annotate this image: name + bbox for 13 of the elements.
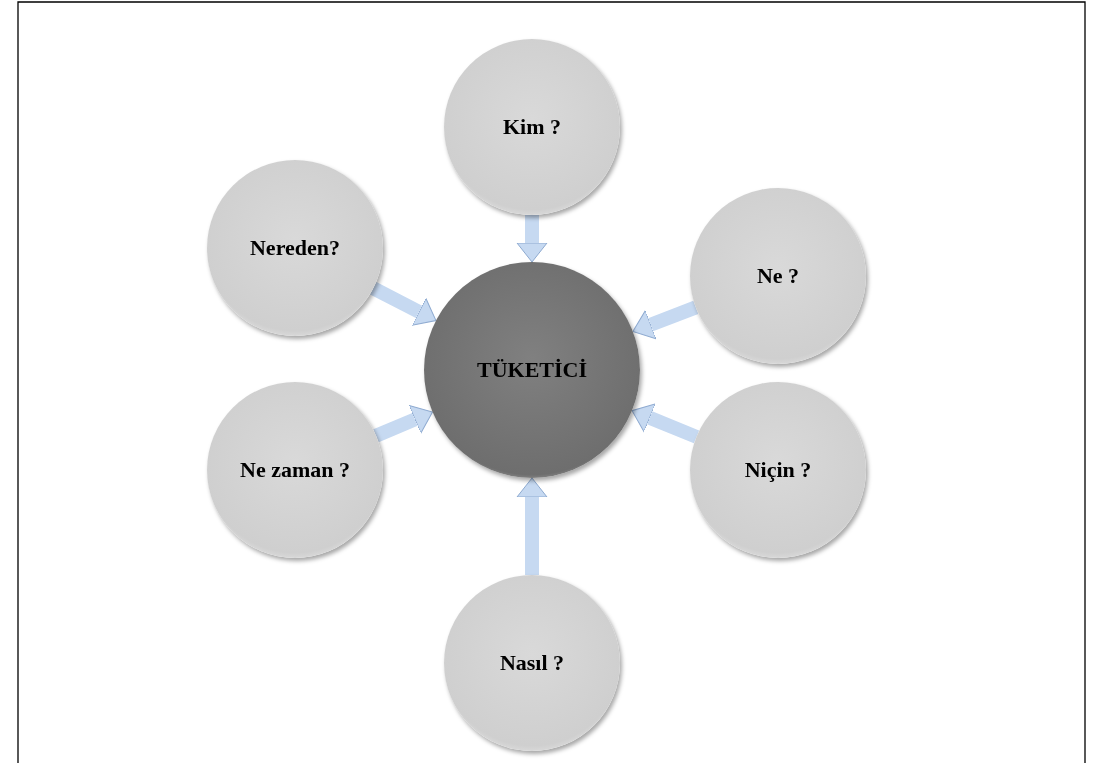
center-circle: TÜKETİCİ [424,262,640,478]
block-arrow [632,300,699,340]
question-circle: Ne ? [690,188,866,364]
question-circle: Kim ? [444,39,620,215]
block-arrow [373,405,433,443]
block-arrow [516,215,548,263]
block-arrow [516,477,548,575]
question-circle: Niçin ? [690,382,866,558]
question-circle: Nasıl ? [444,575,620,751]
question-circle: Ne zaman ? [207,382,383,558]
question-circle: Nereden? [207,160,383,336]
block-arrow [370,282,437,326]
block-arrow [631,403,700,444]
